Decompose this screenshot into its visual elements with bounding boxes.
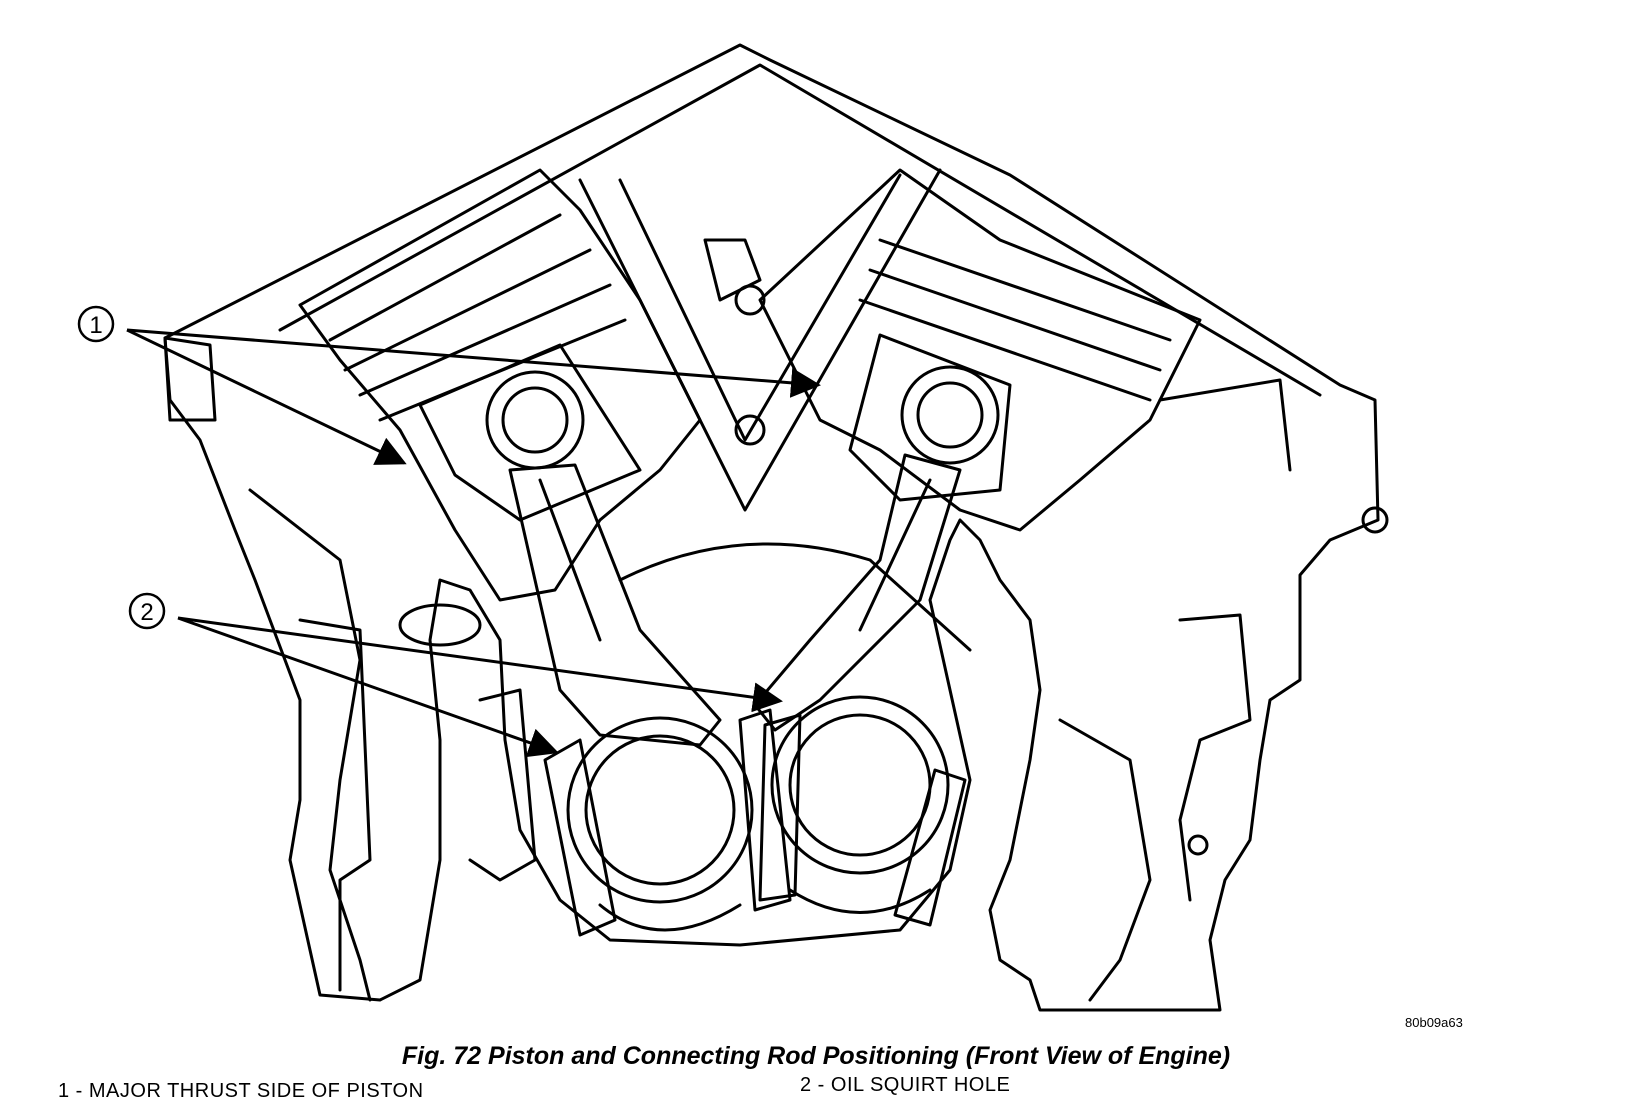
callout-2: 2 (128, 592, 783, 758)
legend-item-2: 2 - OIL SQUIRT HOLE (800, 1074, 1011, 1096)
deck-line (278, 63, 1322, 397)
right-bank (758, 168, 1202, 532)
left-bank (298, 168, 702, 602)
callout-2-number: 2 (140, 599, 153, 626)
right-piston (848, 333, 1012, 502)
valley (578, 168, 942, 512)
figure-id: 80b09a63 (1405, 1015, 1463, 1030)
crank-arc (618, 542, 972, 652)
figure-caption: Fig. 72 Piston and Connecting Rod Positi… (401, 1042, 1231, 1070)
right-rod-cap (758, 695, 967, 927)
right-connecting-rod (753, 453, 962, 732)
left-piston (418, 343, 642, 522)
callout-1: 1 (77, 305, 821, 465)
block-outline (163, 43, 1380, 1012)
left-rod-cap (543, 708, 792, 937)
legend-item-1: 1 - MAJOR THRUST SIDE OF PISTON (58, 1080, 424, 1102)
callout-1-number: 1 (89, 312, 102, 339)
